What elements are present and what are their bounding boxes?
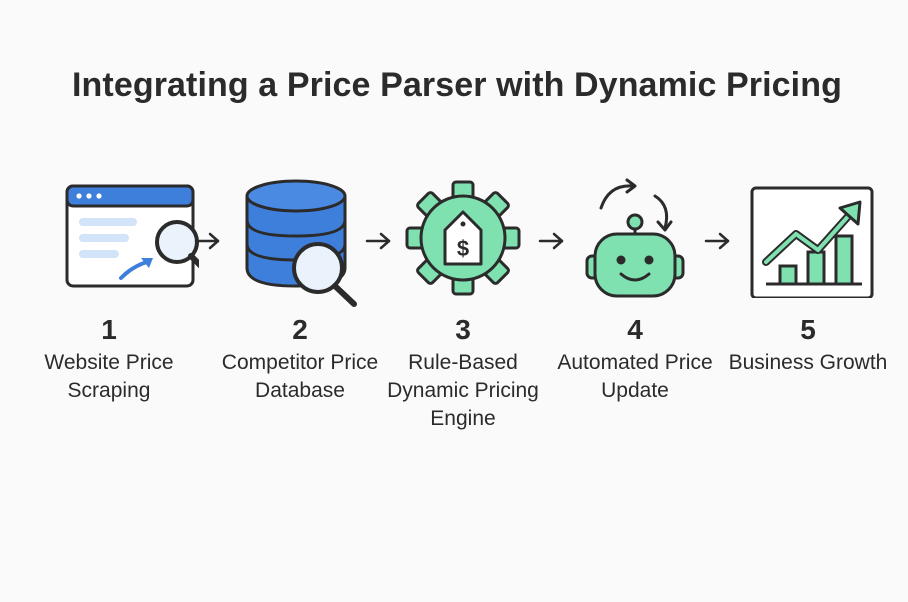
- step-number: 5: [800, 314, 816, 345]
- step-label: Website Price Scraping: [44, 351, 174, 402]
- step-label: Competitor Price Database: [221, 351, 379, 402]
- growth-chart-icon: [713, 178, 903, 308]
- robot-refresh-icon: [540, 178, 730, 308]
- arrow-right-icon: [194, 232, 220, 250]
- step-number: 2: [292, 314, 308, 345]
- arrow-right-icon: [704, 232, 730, 250]
- page-title: Integrating a Price Parser with Dynamic …: [72, 66, 842, 104]
- svg-text:$: $: [457, 236, 469, 261]
- step-label: Business Growth: [728, 351, 888, 374]
- step-number: 3: [455, 314, 471, 345]
- gear-dollar-tag-icon: $: [368, 178, 558, 308]
- step-label: Automated Price Update: [557, 351, 713, 402]
- step-number: 4: [627, 314, 643, 345]
- step-label: Rule-Based Dynamic Pricing Engine: [387, 351, 539, 430]
- database-search-icon: [205, 178, 395, 308]
- step-number: 1: [101, 314, 117, 345]
- browser-magnifier-icon: [14, 178, 204, 308]
- arrow-right-icon: [365, 232, 391, 250]
- arrow-right-icon: [538, 232, 564, 250]
